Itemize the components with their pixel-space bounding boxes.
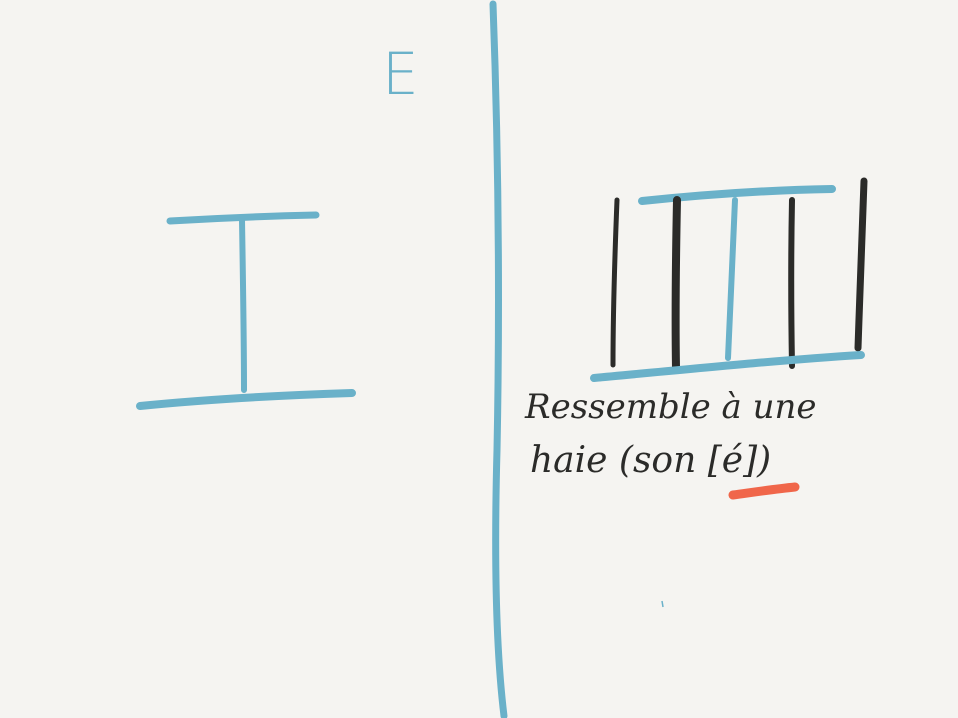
letter-i-bottom-bar [136,389,356,410]
caption-line-2: haie (son [é]) [530,440,771,481]
caption-line-1: Ressemble à une [524,387,817,427]
letter-i-stem [239,217,247,393]
letter-i-drawing [136,211,356,410]
hedge-post-1 [610,197,620,368]
accent-underline [728,482,800,500]
hedge-bottom-rail [590,351,865,382]
hedge-blue-post [725,197,738,361]
hedge-drawing [590,177,868,382]
stray-mark [661,600,664,608]
letter-label-e: E [382,40,419,108]
hedge-top-rail [638,185,836,205]
hedge-post-2 [671,196,681,372]
letter-i-top-bar [166,211,320,225]
divider-line [489,0,508,718]
hedge-post-3 [788,197,795,369]
hedge-post-4 [854,177,868,352]
